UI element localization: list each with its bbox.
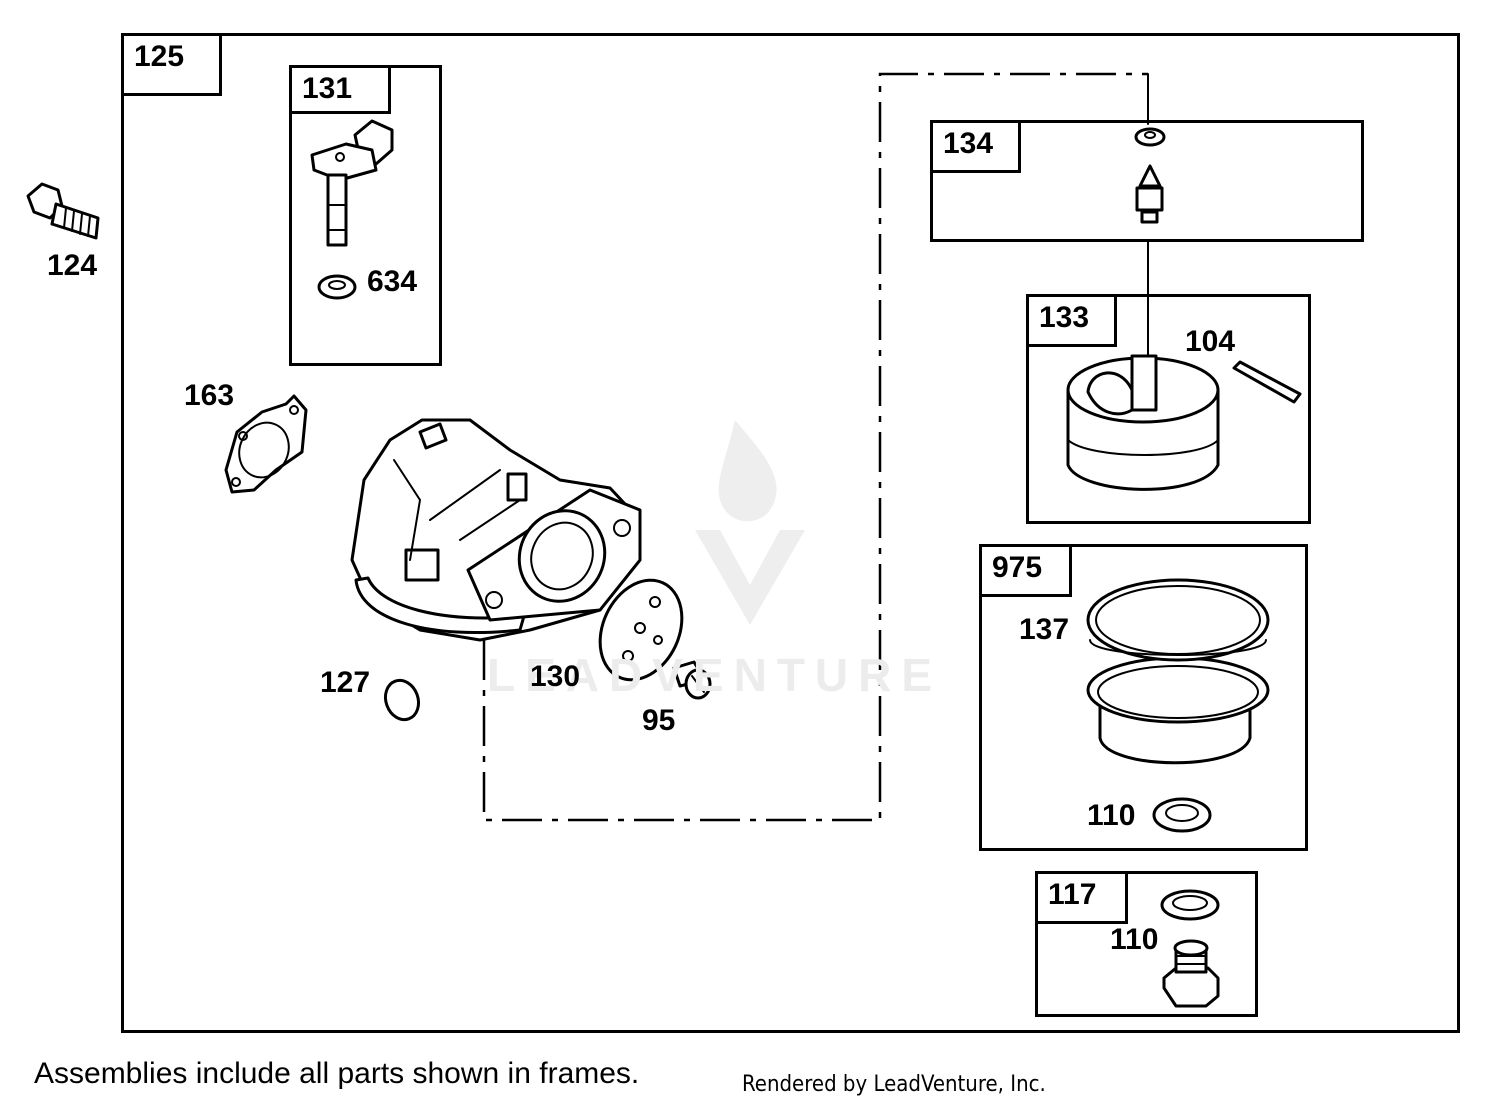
carburetor-body-icon <box>350 418 642 642</box>
gasket-163-icon <box>224 394 308 494</box>
frame-main-assembly: 125 <box>121 33 1460 1033</box>
part-label-130: 130 <box>530 660 581 693</box>
bowl-nut-117-icon <box>1162 939 1220 1008</box>
frame-needle-label: 134 <box>933 123 1021 173</box>
choke-shaft-131-icon <box>310 119 394 247</box>
needle-seat-134-icon <box>1134 127 1166 224</box>
part-label-110-bowl: 110 <box>1087 799 1136 832</box>
frame-bowl: 975 <box>979 544 1308 851</box>
screw-95-icon <box>672 660 712 700</box>
part-label-163: 163 <box>184 379 235 412</box>
part-label-127: 127 <box>320 666 371 699</box>
frame-bowl-nut: 117 <box>1035 871 1258 1017</box>
washer-110-icon <box>1152 797 1212 833</box>
watermark-logo-icon <box>695 420 805 625</box>
watermark-text: LEADVENTURE <box>487 649 943 701</box>
bowl-washer-110-icon <box>1160 889 1220 921</box>
frame-choke-shaft: 131 <box>289 65 442 366</box>
welch-plug-127-icon <box>383 678 421 722</box>
washer-634-icon <box>317 274 357 300</box>
part-label-124: 124 <box>47 249 98 282</box>
frame-main-label: 125 <box>124 36 222 96</box>
float-bowl-137-icon <box>1086 578 1270 765</box>
part-label-95: 95 <box>642 704 676 737</box>
frame-float-label: 133 <box>1029 297 1117 347</box>
assemblies-note: Assemblies include all parts shown in fr… <box>34 1057 640 1090</box>
frame-needle-seat: 134 <box>930 120 1364 242</box>
frame-float: 133 <box>1026 294 1311 524</box>
frame-choke-label: 131 <box>292 68 391 114</box>
float-pin-104-icon <box>1232 360 1302 404</box>
render-credit: Rendered by LeadVenture, Inc. <box>742 1072 1046 1097</box>
bolt-124-icon <box>26 182 100 240</box>
part-label-110-nut: 110 <box>1110 923 1159 956</box>
part-label-137: 137 <box>1019 613 1070 646</box>
diaphragm-130-icon <box>598 578 684 682</box>
frame-bowl-label: 975 <box>982 547 1072 597</box>
connector-line <box>482 72 1148 822</box>
part-label-634: 634 <box>367 265 418 298</box>
part-label-104: 104 <box>1185 325 1236 358</box>
float-133-icon <box>1066 354 1220 491</box>
frame-nut-label: 117 <box>1038 874 1128 924</box>
